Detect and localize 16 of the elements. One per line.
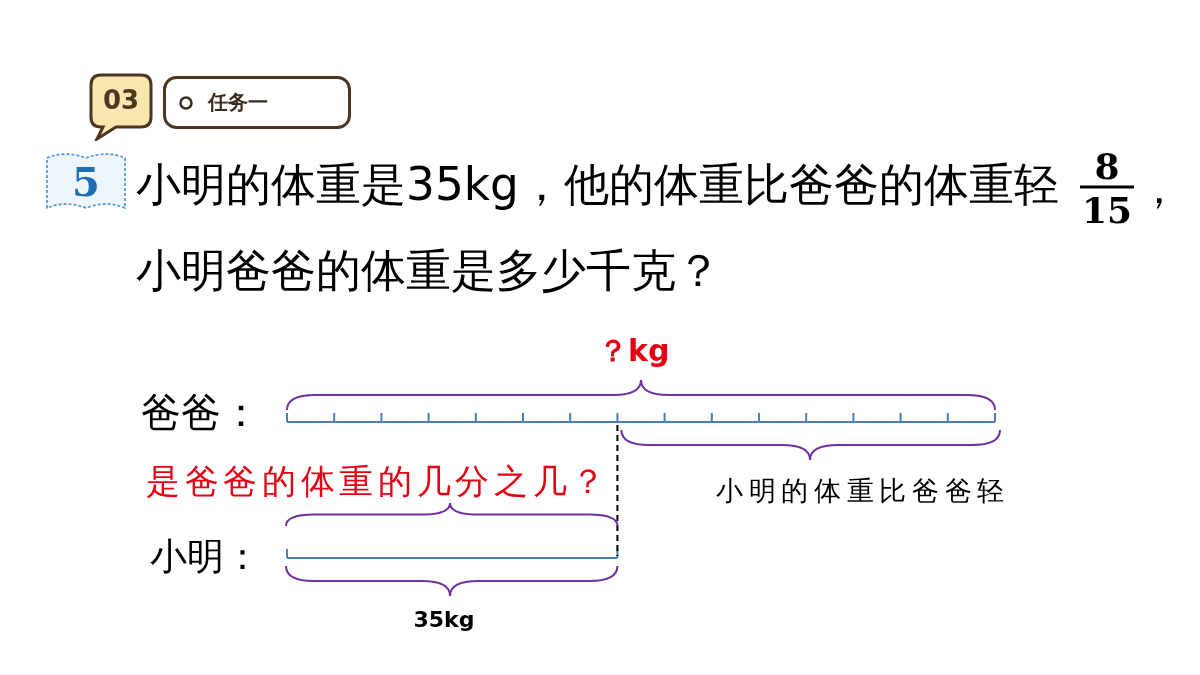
example-number: 5 (72, 157, 100, 205)
speech-bubble (89, 73, 153, 141)
problem-text: 小明的体重是35kg，他的体重比爸爸的体重轻 (136, 160, 1059, 210)
punctuation-mark: ， (1138, 166, 1180, 213)
question-text: 是爸爸的体重的几分之几？ (146, 463, 611, 501)
fraction-denominator: 15 (1081, 192, 1132, 228)
task-tag (163, 76, 351, 129)
task-title: 任务一 (208, 89, 268, 116)
section-number: 03 (102, 85, 140, 115)
row-label: 爸爸： (141, 390, 261, 434)
fraction-numerator: 8 (1094, 148, 1120, 184)
row-label: 小明： (150, 536, 261, 578)
problem-text: 小明爸爸的体重是多少千克？ (136, 246, 721, 296)
difference-label: 小明的体重比爸爸轻 (716, 476, 1011, 506)
weight-label: 35kg (413, 608, 475, 633)
unknown-weight-label: ？kg (598, 334, 670, 367)
